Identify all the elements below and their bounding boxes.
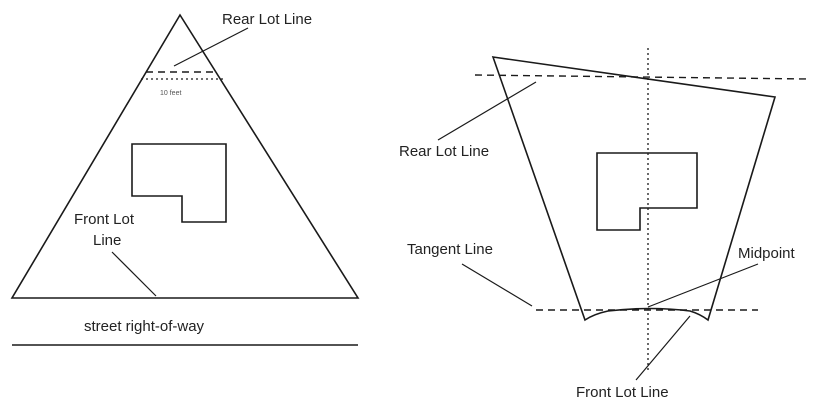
- building-footprint: [596, 152, 698, 231]
- rear-lot-line-label: Rear Lot Line: [222, 11, 312, 28]
- midpoint-leader: [647, 263, 759, 308]
- front-lot-line-leader: [111, 251, 157, 297]
- building-footprint: [131, 143, 227, 223]
- setback-label: 10 feet: [160, 90, 181, 97]
- rear-lot-line-leader: [173, 27, 249, 67]
- front-lot-line-label: Front Lot Line: [576, 384, 669, 401]
- street-right-of-way-label: street right-of-way: [84, 318, 205, 335]
- midpoint-label: Midpoint: [738, 245, 796, 262]
- tangent-line-leader: [461, 263, 533, 307]
- rear-lot-line-leader: [437, 81, 537, 141]
- front-lot-line-label-line1: Front Lot: [74, 211, 135, 228]
- tangent-line-label: Tangent Line: [407, 241, 493, 258]
- irregular-lot-outline: [491, 56, 777, 322]
- triangular-lot-diagram: 10 feet Rear Lot Line Front Lot Line str…: [10, 11, 360, 346]
- triangular-lot-outline: [10, 13, 360, 299]
- rear-lot-line-dashed: [474, 74, 809, 80]
- front-lot-line-leader: [635, 315, 691, 381]
- rear-lot-line-label: Rear Lot Line: [399, 143, 489, 160]
- irregular-lot-diagram: Rear Lot Line Tangent Line Midpoint Fron…: [399, 48, 809, 401]
- front-lot-line-label-line2: Line: [93, 232, 121, 249]
